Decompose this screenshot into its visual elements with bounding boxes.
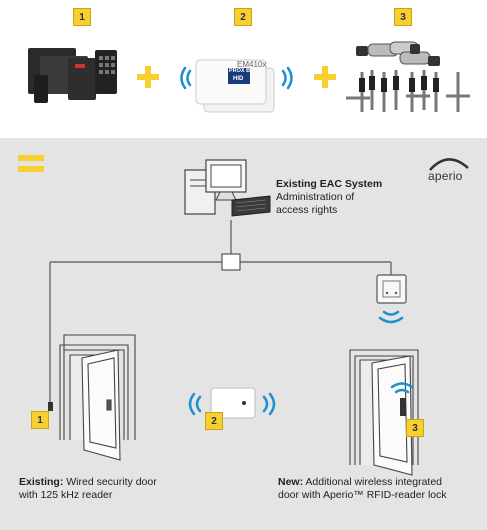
wired-reader-on-door — [48, 402, 53, 411]
junction-box — [221, 253, 241, 271]
existing-caption-rest: Wired security door — [63, 476, 157, 488]
new-caption-line2: door with Aperio™ RFID-reader lock — [278, 489, 447, 501]
eac-line2: access rights — [276, 204, 338, 216]
wiring-lines — [49, 220, 392, 402]
new-caption: New: Additional wireless integrated — [278, 476, 442, 489]
hub-wireless-waves-icon — [378, 310, 404, 324]
aperio-lock-on-door — [400, 398, 406, 416]
aperio-logo-arc — [429, 158, 469, 171]
aperio-locks-group — [346, 41, 470, 112]
plus-icon — [137, 66, 159, 88]
badge-1-door: 1 — [31, 411, 49, 429]
new-caption-rest: Additional wireless integrated — [303, 476, 443, 488]
door-wireless-waves-icon — [390, 382, 414, 394]
badge-3-top: 3 — [394, 8, 412, 26]
existing-caption-bold: Existing: — [19, 476, 64, 488]
existing-door-icon — [59, 334, 136, 461]
badge-1-top: 1 — [73, 8, 91, 26]
aperio-hub-face — [382, 280, 401, 298]
card-model-label: EM410x — [237, 60, 267, 69]
computer-workstation-icon — [184, 159, 271, 217]
prox-card-icon — [210, 387, 256, 419]
eac-line1: Administration of — [276, 191, 355, 203]
badge-3-door: 3 — [406, 419, 424, 437]
reader-small — [34, 75, 48, 103]
hid-logo — [228, 68, 250, 84]
card-wireless-waves-icon — [188, 392, 276, 416]
badge-2-card: 2 — [205, 412, 223, 430]
aperio-hub-device — [376, 274, 407, 304]
card-brand-line1: PROX BY — [229, 68, 254, 74]
new-caption-bold: New: — [278, 476, 304, 488]
existing-caption-line2: with 125 kHz reader — [19, 489, 113, 501]
eac-title-text: Existing EAC System — [276, 178, 383, 190]
reader-led — [75, 64, 85, 68]
plus-icon-2 — [314, 66, 336, 88]
wired-readers-group — [28, 48, 117, 103]
equals-icon — [18, 155, 44, 172]
aperio-door-icon — [349, 349, 419, 476]
existing-caption: Existing: Wired security door — [19, 476, 157, 489]
aperio-logo-text: aperio — [428, 169, 463, 183]
reader-keypad — [68, 58, 96, 100]
eac-title: Existing EAC System — [276, 178, 382, 191]
card-brand-line2: HID — [233, 76, 244, 82]
badge-2-top: 2 — [234, 8, 252, 26]
wireless-waves-icon — [180, 66, 293, 90]
